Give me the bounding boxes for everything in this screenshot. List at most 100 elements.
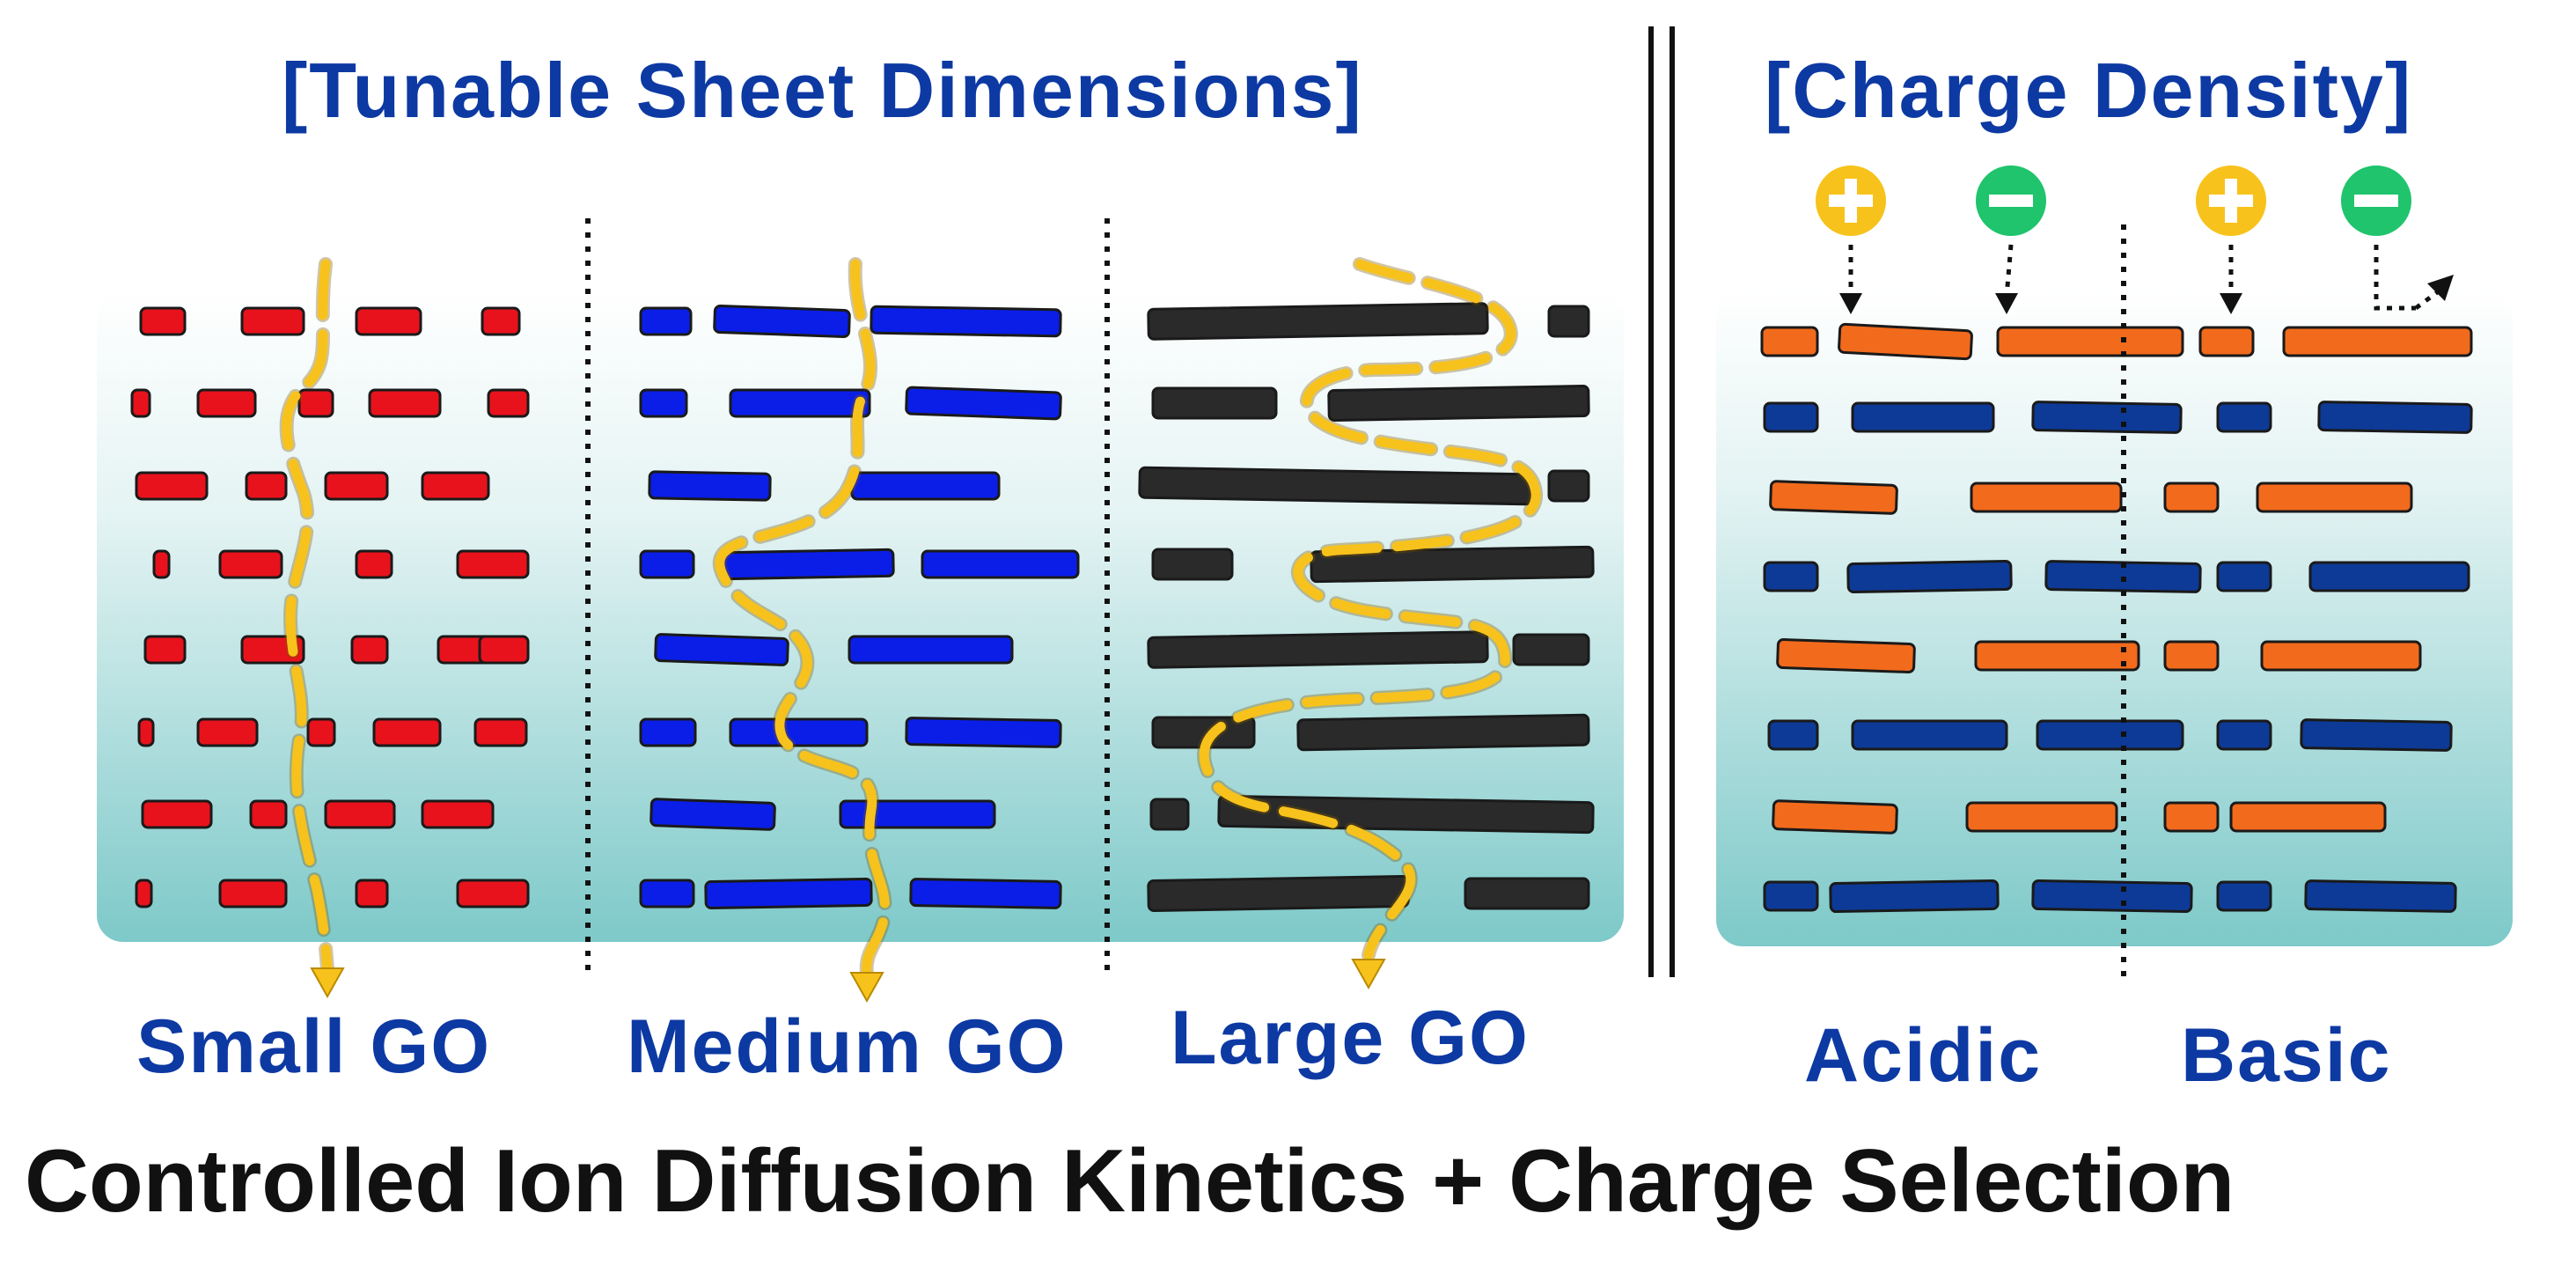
small-go-sheet [152, 549, 171, 579]
navy-sheet [2308, 561, 2470, 592]
diffusion-arrow-icon [849, 972, 884, 1004]
orange-sheet [2282, 326, 2473, 357]
large-go-sheet [1147, 875, 1410, 912]
medium-go-sheet [905, 386, 1062, 421]
large-go-sheet [1149, 798, 1190, 831]
small-go-sheet [306, 717, 336, 747]
medium-go-sheet [848, 635, 1014, 665]
ion-symbol-bar [1845, 179, 1857, 223]
medium-go-sheet [639, 549, 695, 579]
small-go-sheet [478, 635, 530, 665]
medium-go-sheet [729, 388, 871, 418]
medium-go-sheet [921, 549, 1080, 579]
orange-sheet [1838, 322, 1973, 361]
orange-sheet [2229, 801, 2387, 833]
small-go-sheet [240, 306, 305, 336]
small-go-sheet [137, 717, 155, 747]
navy-sheet [2216, 401, 2272, 433]
small-go-sheet [368, 388, 442, 418]
small-go-sheet [324, 799, 396, 829]
label-acidic: Acidic [1804, 1013, 2043, 1098]
ion-arrow-head [2220, 293, 2242, 314]
medium-go-sheet [729, 717, 869, 747]
small-go-sheet [143, 635, 187, 665]
small-go-sheet [473, 717, 528, 747]
small-go-sheet [481, 306, 521, 336]
navy-sheet [1851, 401, 1995, 433]
navy-sheet [2216, 880, 2272, 912]
navy-sheet [1851, 719, 2008, 751]
navy-sheet [2031, 401, 2183, 434]
orange-sheet [1996, 326, 2184, 357]
orange-sheet [1760, 326, 1819, 357]
medium-go-sheet [639, 306, 693, 336]
large-go-diffusion-path [1199, 259, 1541, 960]
large-go-sheet [1151, 386, 1278, 420]
small-go-sheet [421, 471, 490, 501]
ion-arrow-line [2414, 288, 2441, 311]
small-go-diffusion-path [282, 259, 333, 974]
orange-sheet [1965, 801, 2118, 833]
diffusion-arrow-icon [310, 967, 345, 999]
small-go-sheet [355, 879, 389, 908]
navy-sheet [2216, 561, 2272, 592]
medium-go-sheet [870, 305, 1062, 338]
small-go-sheet [245, 471, 288, 501]
medium-go-sheet [713, 305, 851, 338]
medium-go-sheet [648, 470, 772, 502]
navy-sheet [2317, 401, 2473, 434]
small-go-sheet [456, 549, 530, 579]
medium-go-sheet [850, 471, 1001, 501]
medium-go-sheet [722, 548, 895, 581]
large-go-sheet [1327, 385, 1590, 422]
orange-sheet [2198, 326, 2255, 357]
navy-sheet [1829, 879, 2000, 914]
small-go-sheet [196, 717, 259, 747]
ion-arrow-line [2374, 245, 2416, 311]
small-go-sheet [456, 879, 530, 908]
large-go-sheet [1512, 633, 1590, 666]
diffusion-arrow-icon [1351, 959, 1386, 990]
medium-go-sheet [839, 799, 996, 829]
medium-go-sheet [654, 633, 789, 666]
label-basic: Basic [2181, 1013, 2392, 1098]
medium-go-sheet [905, 717, 1062, 748]
orange-sheet [2256, 482, 2413, 513]
navy-sheet [1767, 719, 1819, 751]
right-background [1716, 291, 2513, 946]
large-go-sheet [1547, 305, 1590, 338]
small-go-sheet [372, 717, 442, 747]
orange-sheet [1772, 799, 1898, 835]
navy-sheet [2300, 718, 2453, 752]
ion-arrow-head [2427, 275, 2454, 301]
orange-sheet [2163, 482, 2220, 513]
large-go-sheet [1464, 877, 1590, 910]
large-go-sheet [1147, 630, 1489, 669]
small-go-sheet [135, 879, 153, 908]
small-go-sheet [130, 388, 151, 418]
ion-arrow-head [1995, 293, 2018, 314]
medium-go-sheet [909, 878, 1062, 909]
small-go-sheet [135, 471, 209, 501]
ion-symbol-bar [1989, 195, 2033, 207]
medium-go-sheet [650, 798, 776, 831]
small-go-sheet [355, 549, 393, 579]
medium-go-sheet [704, 877, 873, 910]
medium-go-diffusion-path [715, 259, 891, 978]
large-go-sheet [1547, 469, 1590, 503]
caption: Controlled Ion Diffusion Kinetics + Char… [25, 1132, 2235, 1231]
right-title: [Charge Density] [1765, 47, 2413, 134]
small-go-sheet [297, 388, 334, 418]
ion-symbol-bar [2354, 195, 2398, 207]
medium-go-sheet [639, 388, 688, 418]
medium-go-sheet [639, 879, 695, 908]
navy-sheet [2304, 879, 2457, 913]
navy-sheet [1763, 401, 1819, 433]
orange-sheet [2260, 640, 2422, 672]
large-go-sheet [1151, 548, 1234, 581]
small-go-sheet [218, 549, 283, 579]
navy-sheet [2216, 719, 2272, 751]
small-go-sheet [218, 879, 288, 908]
